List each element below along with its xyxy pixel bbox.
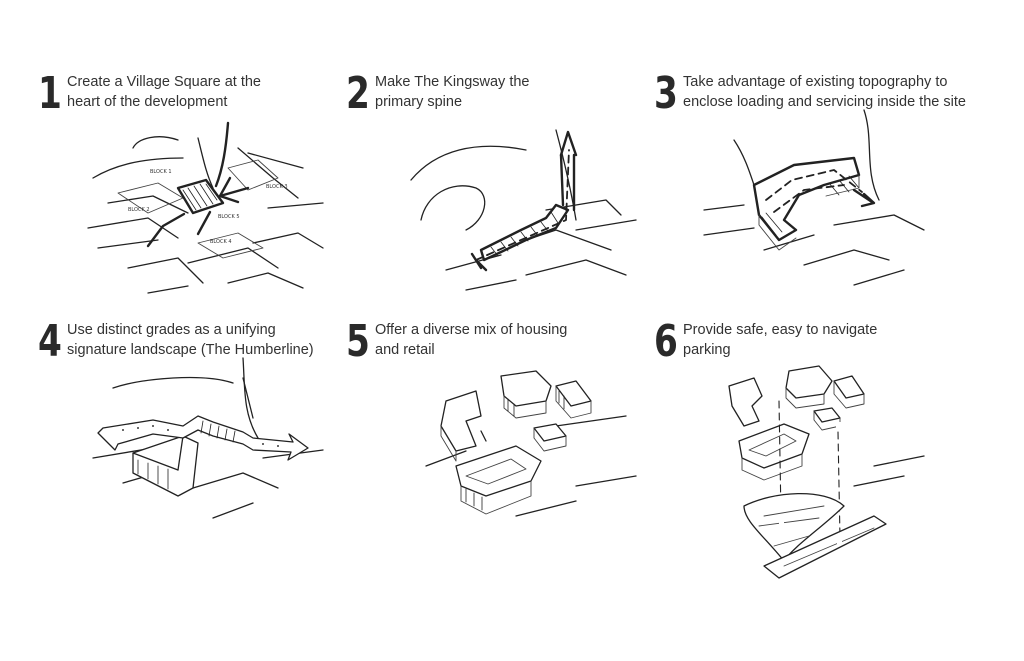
caption-line: primary spine [375, 94, 463, 110]
caption-line: parking [683, 342, 731, 358]
step-6-panel: 6 Provide safe, easy to navigate parking [654, 318, 974, 598]
block-label: BLOCK 1 [150, 169, 172, 175]
step-2-panel: 2 Make The Kingsway the primary spine [346, 70, 666, 350]
block-label: BLOCK 4 [210, 239, 232, 245]
caption-line: Provide safe, easy to navigate [683, 322, 878, 338]
caption-line: Offer a diverse mix of housing [375, 322, 568, 338]
block-label: BLOCK 3 [266, 184, 288, 190]
caption-line: enclose loading and servicing inside the… [683, 94, 966, 110]
village-square-sketch: BLOCK 1 BLOCK 2 BLOCK 3 BLOCK 4 BLOCK 5 [87, 121, 324, 294]
step-number: 3 [654, 68, 678, 119]
step-caption: Make The Kingsway the primary spine [375, 72, 675, 112]
block-label: BLOCK 5 [218, 214, 240, 220]
caption-line: heart of the development [67, 94, 228, 110]
parking-sketch [728, 365, 925, 579]
step-caption: Create a Village Square at the heart of … [67, 72, 367, 112]
caption-line: Create a Village Square at the [67, 74, 262, 90]
step-number: 1 [38, 68, 62, 119]
caption-line: Make The Kingsway the [375, 74, 530, 90]
caption-line: Use distinct grades as a unifying [67, 322, 276, 338]
step-number: 4 [38, 316, 62, 367]
step-4-panel: 4 Use distinct grades as a unifying sign… [38, 318, 358, 598]
caption-line: and retail [375, 342, 435, 358]
caption-line: signature landscape (The Humberline) [67, 342, 314, 358]
step-caption: Offer a diverse mix of housing and retai… [375, 320, 675, 360]
step-3-panel: 3 Take advantage of existing topography … [654, 70, 974, 350]
humberline-landscape-sketch [92, 357, 324, 519]
housing-retail-mix-sketch [425, 370, 637, 517]
step-caption: Take advantage of existing topography to… [683, 72, 983, 112]
step-1-panel: 1 Create a Village Square at the heart o… [38, 70, 358, 350]
kingsway-spine-sketch [410, 129, 637, 291]
step-number: 6 [654, 316, 678, 367]
step-5-panel: 5 Offer a diverse mix of housing and ret… [346, 318, 666, 598]
step-caption: Provide safe, easy to navigate parking [683, 320, 983, 360]
step-caption: Use distinct grades as a unifying signat… [67, 320, 367, 360]
step-number: 2 [346, 68, 370, 119]
step-number: 5 [346, 316, 370, 367]
topography-servicing-sketch [703, 109, 925, 286]
caption-line: Take advantage of existing topography to [683, 74, 948, 90]
block-label: BLOCK 2 [128, 207, 150, 213]
